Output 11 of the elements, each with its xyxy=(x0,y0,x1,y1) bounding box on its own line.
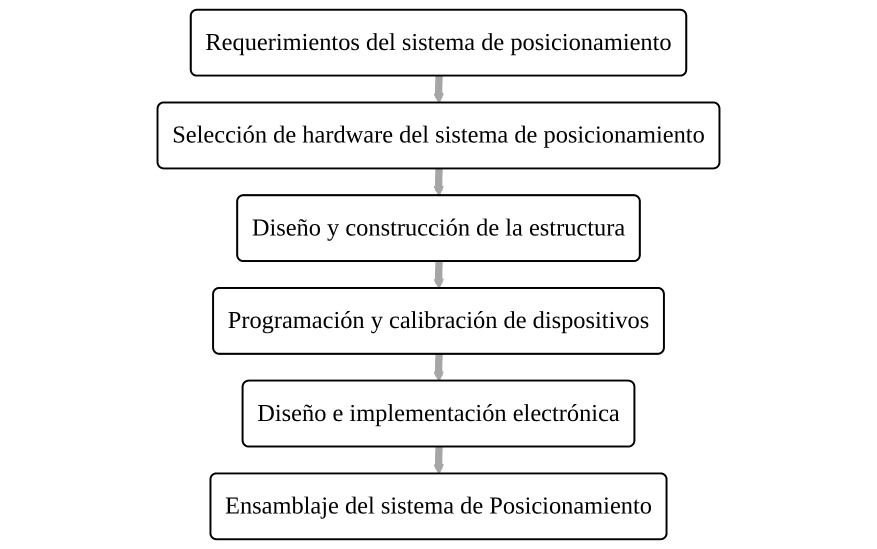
arrow xyxy=(433,446,444,474)
process-box: Requerimientos del sistema de posicionamiento xyxy=(190,8,688,77)
arrow xyxy=(433,352,444,382)
process-box: Diseño y construcción de la estructura xyxy=(236,194,641,262)
process-box: Diseño e implementación electrónica xyxy=(242,380,636,448)
process-box: Selección de hardware del sistema de posicionamiento xyxy=(156,102,720,170)
arrow xyxy=(433,167,444,196)
process-box: Programación y calibración de dispositivos xyxy=(212,287,665,355)
arrow xyxy=(433,74,444,104)
process-box: Ensamblaje del sistema de Posicionamiento xyxy=(210,472,668,540)
arrow xyxy=(433,260,444,290)
